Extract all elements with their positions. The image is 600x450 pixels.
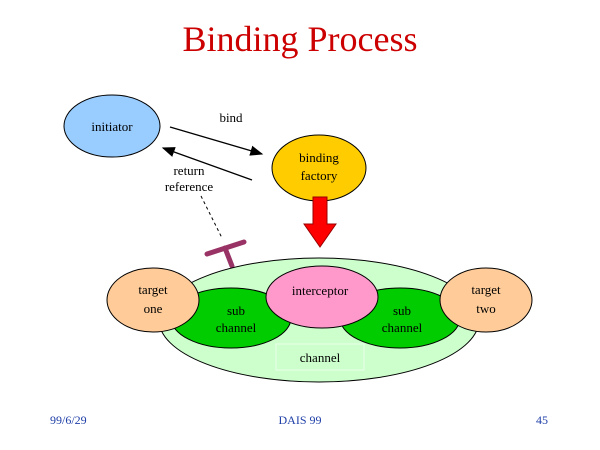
footer-event: DAIS 99 [278,413,322,427]
target-one-label-line1: target [138,282,168,297]
interface-handle [204,239,247,269]
interceptor-label: interceptor [292,283,349,298]
binding-factory-node: binding factory [271,134,367,202]
sub-channel-right-label-line1: sub [393,303,411,318]
bind-arrow [169,126,264,156]
target-two-node: target two [439,267,533,333]
sub-channel-left-label-line1: sub [227,303,245,318]
interceptor-node: interceptor [265,265,379,329]
bind-label: bind [219,110,243,125]
footer-page-number: 45 [536,413,548,427]
return-arrow [161,147,253,181]
sub-channel-left-label-line2: channel [216,320,257,335]
target-two-label-line2: two [476,301,496,316]
return-label-line2: reference [165,179,214,194]
footer-date: 99/6/29 [50,413,87,427]
binding-factory-label-line2: factory [301,168,338,183]
target-one-node: target one [106,267,200,333]
initiator-label: initiator [91,119,133,134]
sub-channel-right-label-line2: channel [382,320,423,335]
target-two-label-line1: target [471,282,501,297]
creates-arrow [303,196,337,248]
reference-dashed-line [200,195,223,239]
return-label-line1: return [173,163,205,178]
slide-title: Binding Process [182,19,418,59]
channel-label: channel [300,350,341,365]
initiator-node: initiator [63,94,161,158]
binding-factory-label-line1: binding [299,150,339,165]
target-one-label-line2: one [144,301,163,316]
